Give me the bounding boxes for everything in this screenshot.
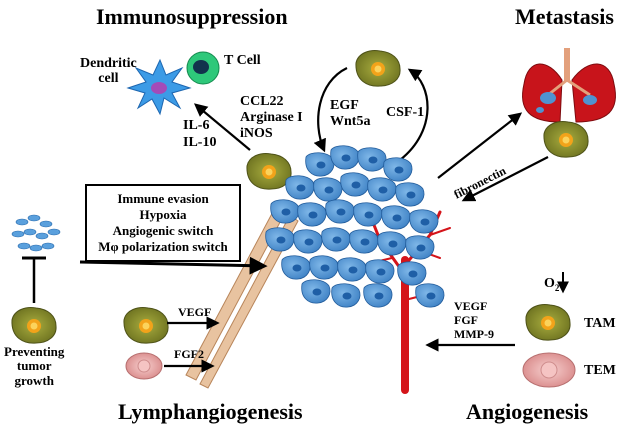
- box-item-angiogenic-switch: Angiogenic switch: [112, 223, 214, 238]
- macrophage-immuno: [246, 153, 292, 190]
- label-dendritic-cell: Dendritic cell: [80, 56, 137, 87]
- macrophage-preventing: [11, 307, 57, 344]
- factor-fgf-angio: FGF: [454, 313, 478, 327]
- tem-icon: [522, 352, 576, 388]
- arrow-to-lungs: [437, 112, 523, 179]
- label-tam: TAM: [584, 316, 616, 331]
- heading-immunosuppression: Immunosuppression: [96, 4, 288, 29]
- box-item-polarization-switch: Mφ polarization switch: [98, 239, 228, 254]
- factor-csf1: CSF-1: [386, 105, 425, 120]
- arrow-fibronectin: [461, 156, 549, 202]
- factor-mmp9: MMP-9: [454, 327, 494, 341]
- oxygen-subscript: 2: [554, 282, 560, 293]
- t-cell-icon: [186, 51, 220, 85]
- label-tem: TEM: [584, 363, 616, 378]
- factor-arginase: Arginase I: [240, 110, 303, 125]
- heading-angiogenesis: Angiogenesis: [466, 399, 589, 424]
- macrophage-vegf: [123, 307, 169, 344]
- dendritic-cell-icon: [126, 58, 192, 116]
- macrophage-top: [355, 50, 401, 87]
- lymphatic-vessel: [185, 205, 299, 389]
- factor-egf: EGF: [330, 98, 359, 113]
- arrow-to-immune: [193, 103, 251, 151]
- factor-vegf-lymph: VEGF: [178, 305, 212, 319]
- factor-vegf-angio: VEGF: [454, 299, 488, 313]
- mechanism-box: Immune evasion Hypoxia Angiogenic switch…: [85, 184, 241, 262]
- factor-wnt5a: Wnt5a: [330, 114, 371, 129]
- arrow-csf1: [399, 68, 429, 161]
- tem-lymph: [125, 352, 163, 380]
- factor-inos: iNOS: [240, 126, 273, 141]
- factor-ccl22: CCL22: [240, 94, 284, 109]
- factor-fgf2: FGF2: [174, 347, 204, 361]
- oxygen-symbol: O: [544, 276, 555, 291]
- factor-oxygen: O2: [544, 276, 559, 294]
- factor-il6: IL-6: [183, 118, 210, 133]
- tam-icon: [525, 304, 571, 341]
- arrow-box-to-tumor: [79, 256, 268, 275]
- macrophage-metastasis: [543, 121, 589, 158]
- factor-il10: IL-10: [183, 135, 217, 150]
- small-tumor-cluster: [11, 214, 61, 252]
- heading-metastasis: Metastasis: [515, 4, 614, 29]
- heading-lymphangiogenesis: Lymphangiogenesis: [118, 399, 303, 424]
- arrow-egf: [313, 67, 348, 153]
- label-t-cell: T Cell: [224, 53, 261, 68]
- box-item-hypoxia: Hypoxia: [139, 207, 187, 222]
- box-item-immune-evasion: Immune evasion: [117, 191, 209, 206]
- label-preventing-tumor-growth: Preventing tumor growth: [4, 344, 65, 388]
- lungs-icon: [522, 48, 616, 123]
